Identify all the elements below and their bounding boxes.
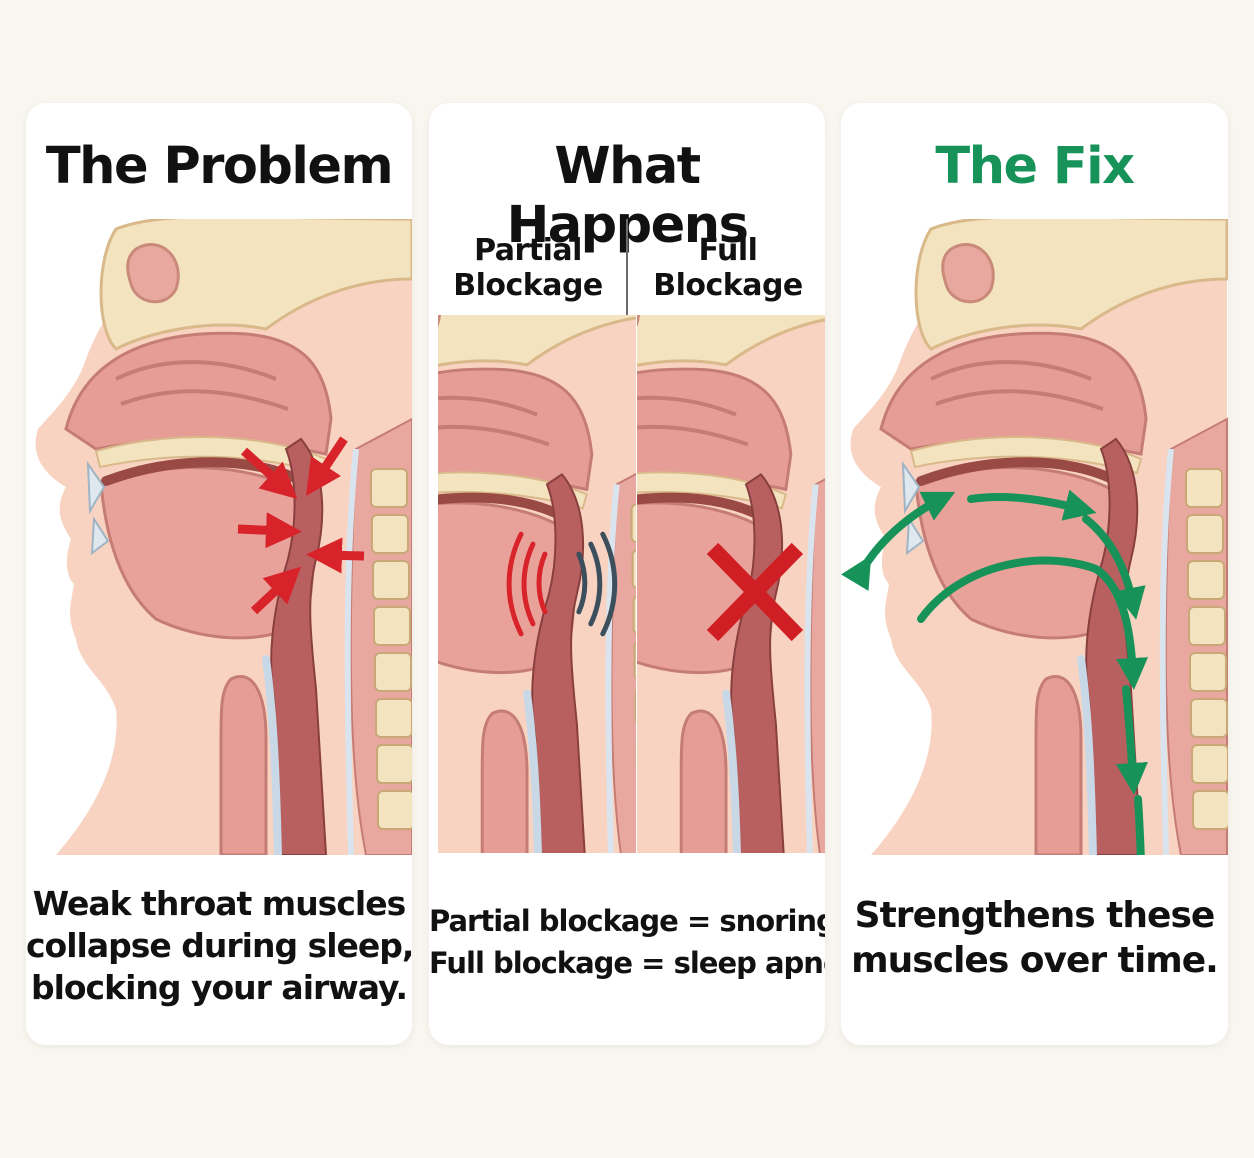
pressure-arrow-icon — [237, 436, 365, 615]
what-happens-panel: What Happens Partial Blockage Full Block… — [429, 103, 825, 1045]
x-mark-icon — [706, 542, 804, 642]
full-blockage-illustration — [637, 315, 825, 853]
sound-wave-icon — [506, 531, 618, 637]
what-happens-caption: Partial blockage = snoring. Full blockag… — [429, 904, 825, 980]
problem-throat-illustration — [26, 219, 412, 855]
problem-title: The Problem — [45, 137, 394, 196]
partial-blockage-illustration — [438, 315, 636, 853]
fix-caption: Strengthens these muscles over time. — [851, 895, 1219, 981]
full-blockage-label: Full Blockage — [653, 233, 803, 303]
fix-panel: The Fix Strengthens these muscles over t… — [841, 103, 1228, 1045]
problem-caption: Weak throat muscles collapse during slee… — [26, 884, 412, 1007]
problem-panel: The Problem Weak throat muscles collapse… — [26, 103, 412, 1045]
airflow-arrow-icon — [841, 489, 1149, 855]
fix-throat-illustration — [841, 219, 1228, 855]
fix-title: The Fix — [935, 137, 1135, 196]
partial-blockage-label: Partial Blockage — [453, 233, 603, 303]
